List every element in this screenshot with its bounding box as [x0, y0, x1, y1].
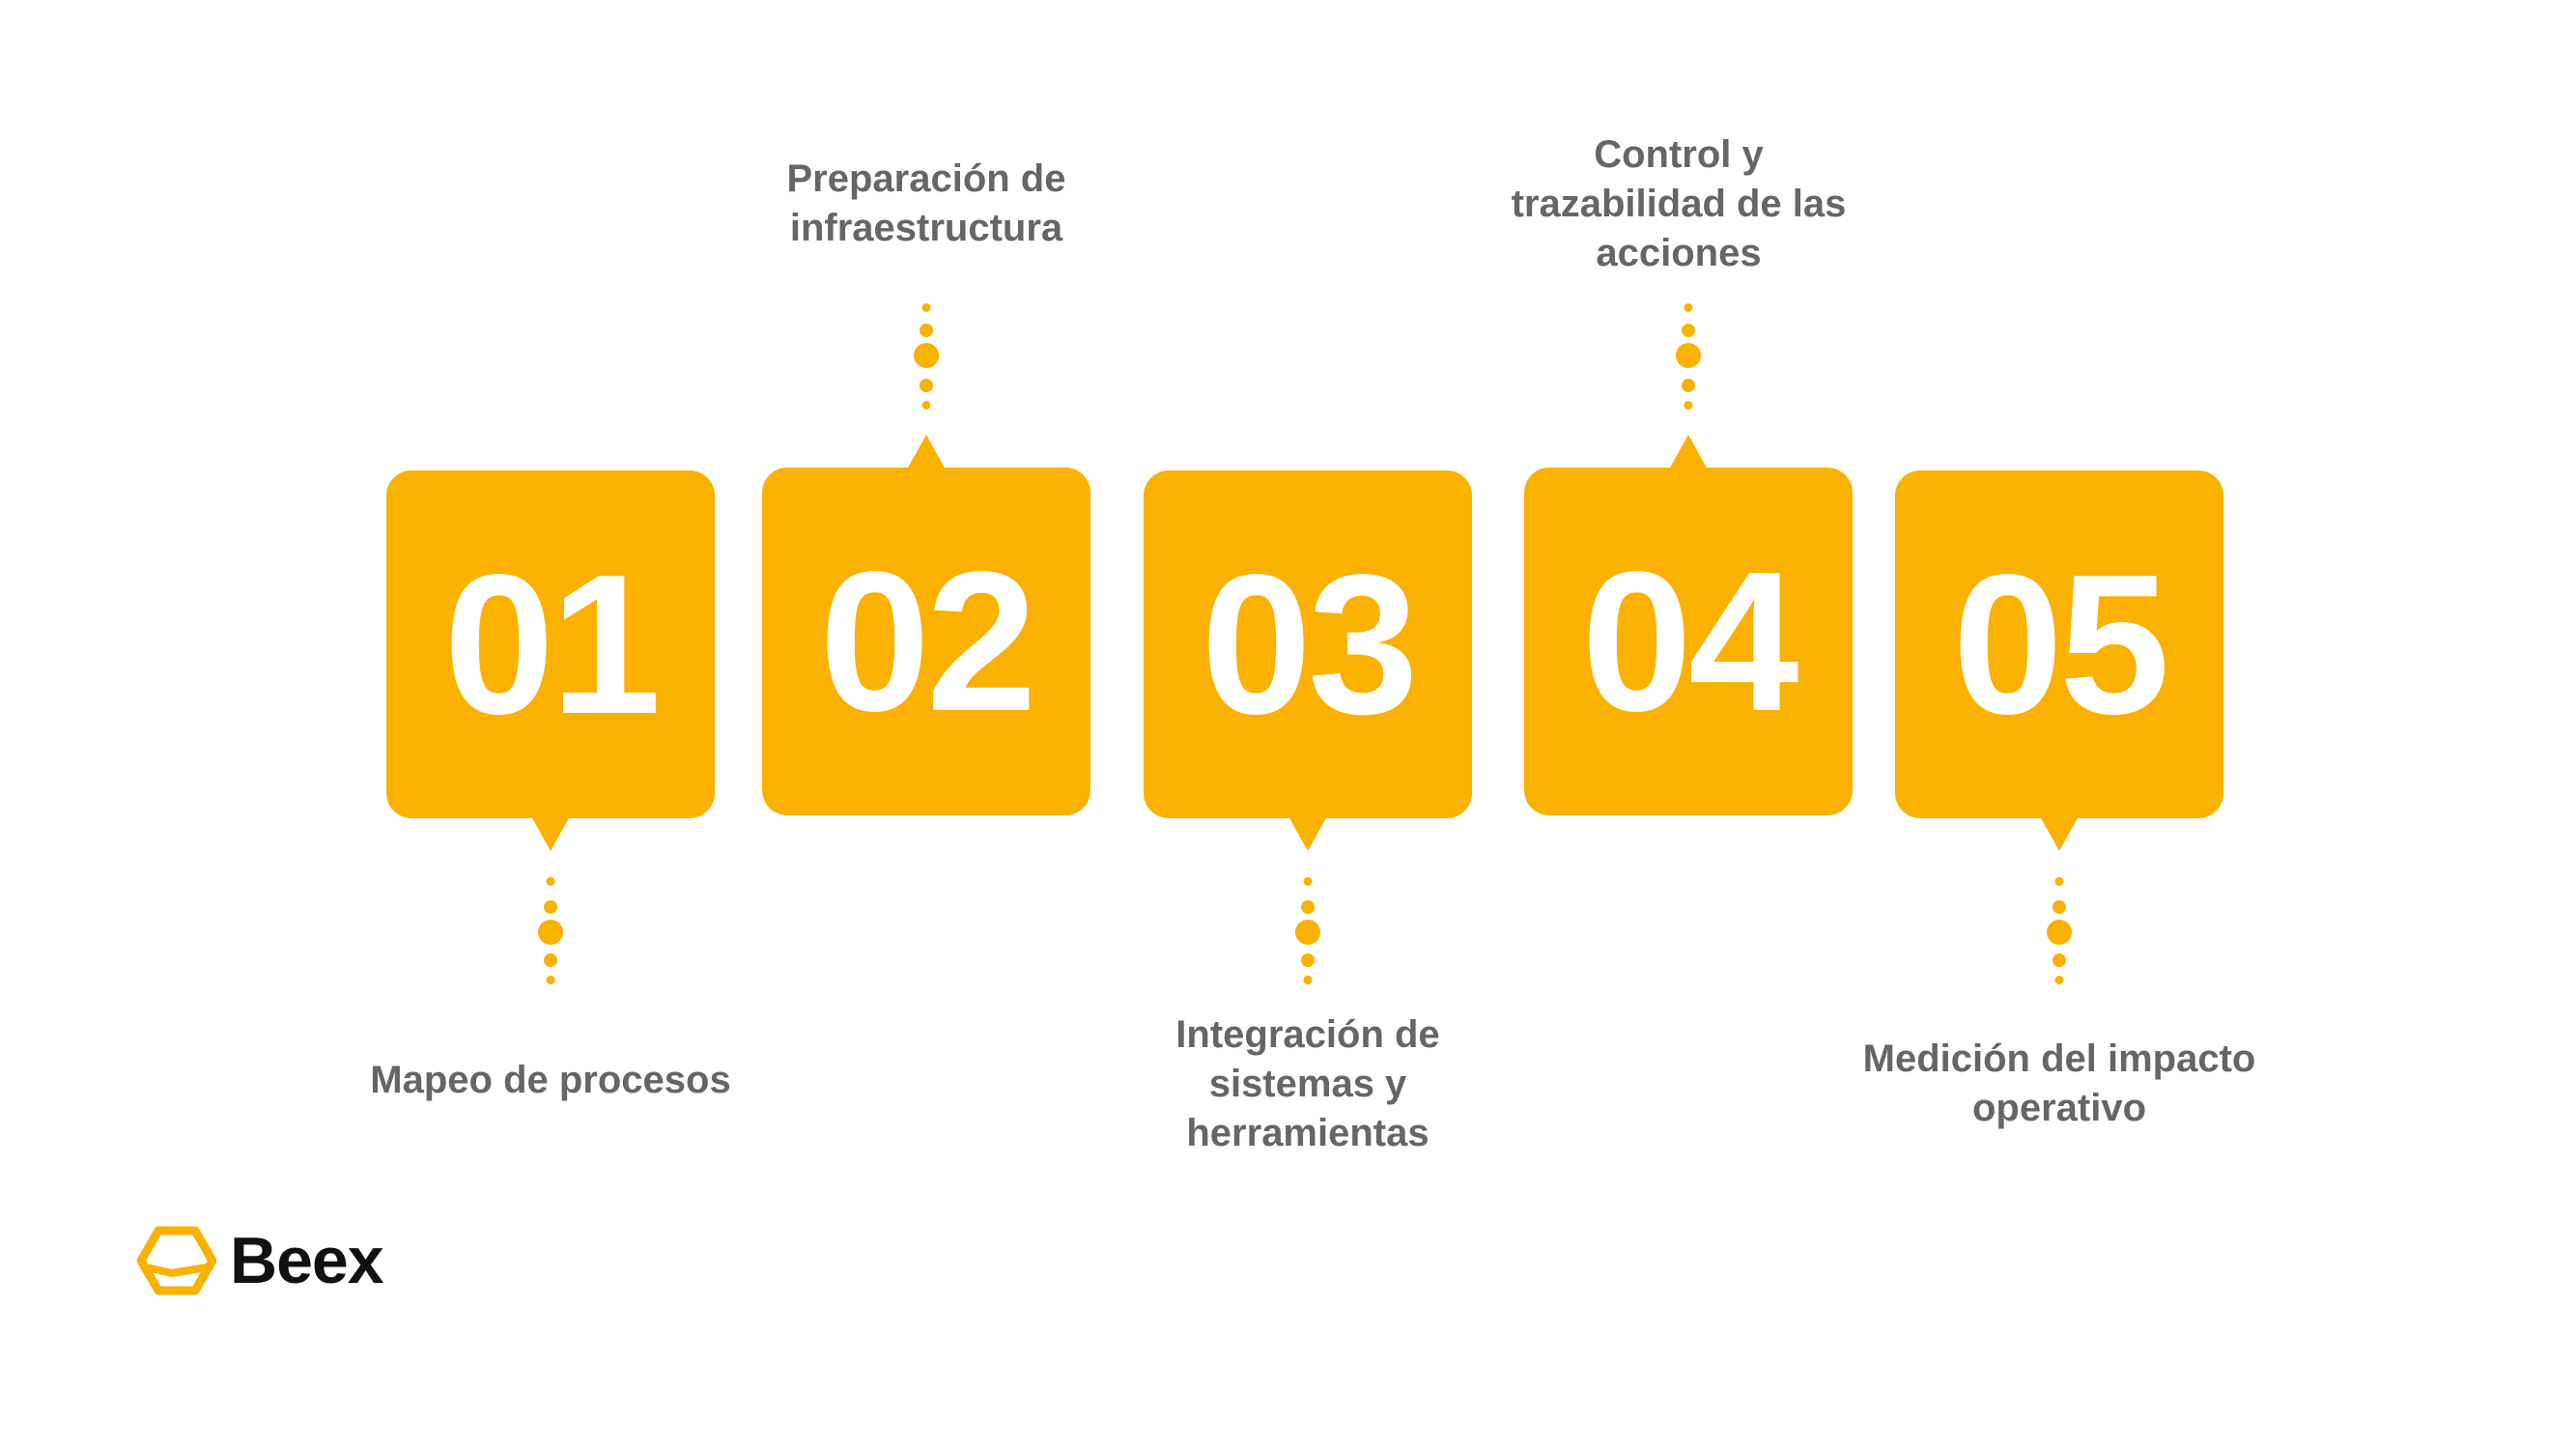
step-box-03: 03: [1144, 470, 1472, 851]
connector-dots: [536, 877, 565, 985]
brand-logo: Beex: [137, 1222, 384, 1299]
callout-pointer: [2040, 816, 2079, 851]
connector-dot: [546, 976, 555, 984]
connector-dot: [1301, 953, 1315, 967]
step-label-03: Integración de sistemas y herramientas: [1175, 1013, 1440, 1154]
connector-dot: [538, 920, 563, 945]
connector-dot: [2052, 900, 2066, 914]
step-number: 02: [819, 530, 1036, 753]
step-box-04: 04: [1524, 435, 1853, 815]
connector-dots: [1293, 877, 1322, 985]
connector-dot: [920, 379, 933, 392]
connector-dot: [1684, 401, 1693, 410]
step-label-05: Medición del impacto operativo: [1862, 1037, 2256, 1129]
connector-dots: [912, 303, 941, 412]
step-number: 04: [1581, 530, 1798, 753]
connector-dot: [1295, 920, 1320, 945]
step-label-01: Mapeo de procesos: [370, 1059, 731, 1101]
connector-dot: [1682, 379, 1695, 392]
callout-pointer: [1288, 816, 1327, 851]
connector-dot: [921, 401, 931, 410]
connector-dot: [914, 343, 939, 368]
step-label-04: Control y trazabilidad de las acciones: [1511, 133, 1847, 274]
connector-dot: [2054, 877, 2064, 886]
step-box-05: 05: [1895, 470, 2223, 851]
step-number: 05: [1952, 533, 2169, 755]
step-label-02: Preparación de infraestructura: [786, 157, 1066, 249]
connector-dot: [1676, 343, 1701, 368]
connector-dots: [1674, 303, 1703, 412]
callout-pointer: [531, 816, 570, 851]
step-box-02: 02: [762, 435, 1090, 815]
connector-dot: [546, 877, 555, 886]
connector-dot: [921, 303, 931, 312]
brand-name: Beex: [230, 1224, 384, 1297]
connector-dot: [1303, 976, 1313, 984]
connector-dot: [1684, 303, 1693, 312]
connector-dot: [1682, 324, 1695, 337]
step-box-01: 01: [386, 470, 715, 851]
connector-dot: [920, 324, 933, 337]
connector-dot: [544, 953, 557, 967]
step-number: 03: [1201, 533, 1418, 755]
step-number: 01: [443, 533, 661, 755]
connector-dot: [2052, 953, 2066, 967]
connector-dots: [2045, 877, 2074, 985]
callout-pointer: [1669, 435, 1708, 469]
connector-dot: [1301, 900, 1315, 914]
connector-dot: [2047, 920, 2072, 945]
connector-dot: [544, 900, 557, 914]
hexagon-logo-icon: [137, 1226, 216, 1295]
callout-pointer: [907, 435, 946, 469]
connector-dot: [2054, 976, 2064, 984]
connector-dot: [1303, 877, 1313, 886]
